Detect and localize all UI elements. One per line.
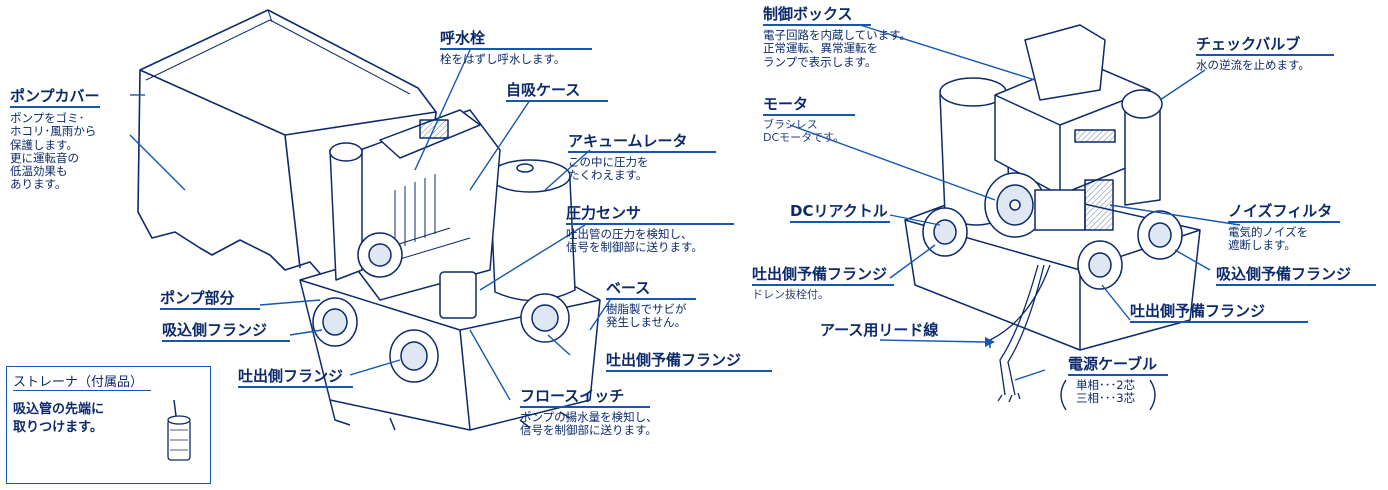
label-noise-filter: ノイズフィルタ 電気的ノイズを 遮断します。 (1228, 202, 1340, 253)
label-discharge-flange: 吐出側フランジ (238, 367, 353, 389)
cables-drawing (989, 264, 1051, 403)
discharge-spare-flange-a-desc: ドレン抜栓付。 (752, 288, 829, 302)
label-priming-plug: 呼水栓 栓をはずし呼水します。 (440, 29, 592, 67)
label-base: ベース 樹脂製でサビが 発生しません。 (606, 279, 696, 330)
flow-switch-desc: ポンプの揚水量を検知し、 信号を制御部に送ります。 (520, 410, 658, 438)
label-pump-cover: ポンプカバー ポンプをゴミ･ ホコリ･風雨から 保護します。 更に運転音の 低温… (10, 87, 100, 192)
accumulator-desc: この中に圧力を たくわえます。 (568, 155, 649, 183)
ground-lead-title: アース用リード線 (820, 321, 939, 339)
check-valve-desc: 水の逆流を止めます。 (1196, 58, 1310, 73)
self-priming-case-title: 自吸ケース (506, 81, 608, 103)
noise-filter-desc: 電気的ノイズを 遮断します。 (1228, 225, 1309, 253)
label-suction-spare-flange: 吸込側予備フランジ (1216, 265, 1376, 287)
left-pump-drawing (299, 109, 601, 431)
pump-cover-desc: ポンプをゴミ･ ホコリ･風雨から 保護します。 更に運転音の 低温効果も ありま… (10, 111, 97, 192)
pressure-sensor-desc: 吐出管の圧力を検知し、 信号を制御部に送ります。 (566, 227, 703, 255)
discharge-spare-flange-b-title: 吐出側予備フランジ (1130, 302, 1308, 324)
label-ground-lead: アース用リード線 (820, 321, 939, 339)
label-control-box: 制御ボックス 電子回路を内蔵しています。 正常運転、異常運転を ランプで表示しま… (763, 5, 912, 69)
check-valve-title: チェックバルブ (1196, 35, 1334, 57)
priming-plug-desc: 栓をはずし呼水します。 (440, 52, 566, 67)
motor-desc: ブラシレス DCモータです。 (763, 118, 845, 144)
label-discharge-spare-flange: 吐出側予備フランジ (606, 351, 772, 373)
motor-title: モータ (763, 95, 855, 117)
power-cable-desc: 単相･･･2芯 三相･･･3芯 (1076, 378, 1136, 406)
suction-flange-title: 吸込側フランジ (162, 321, 290, 343)
base-title: ベース (606, 279, 696, 301)
right-leader-lines (789, 24, 1241, 411)
control-box-title: 制御ボックス (763, 5, 871, 27)
base-desc: 樹脂製でサビが 発生しません。 (606, 302, 687, 330)
label-check-valve: チェックバルブ 水の逆流を止めます。 (1196, 35, 1334, 73)
label-accumulator: アキュームレータ この中に圧力を たくわえます。 (568, 132, 716, 183)
pump-section-title: ポンプ部分 (160, 289, 260, 311)
label-discharge-spare-flange-b: 吐出側予備フランジ (1130, 302, 1308, 324)
control-box-desc: 電子回路を内蔵しています。 正常運転、異常運転を ランプで表示します。 (763, 28, 912, 69)
dc-reactor-title: DCリアクトル (790, 202, 890, 224)
label-pressure-sensor: 圧力センサ 吐出管の圧力を検知し、 信号を制御部に送ります。 (566, 204, 734, 255)
pressure-sensor-title: 圧力センサ (566, 204, 734, 226)
discharge-flange-title: 吐出側フランジ (238, 367, 353, 389)
label-flow-switch: フロースイッチ ポンプの揚水量を検知し、 信号を制御部に送ります。 (520, 387, 658, 438)
label-suction-flange: 吸込側フランジ (162, 321, 290, 343)
discharge-spare-flange-title: 吐出側予備フランジ (606, 351, 772, 373)
label-dc-reactor: DCリアクトル (790, 202, 890, 224)
noise-filter-title: ノイズフィルタ (1228, 202, 1340, 224)
flow-switch-title: フロースイッチ (520, 387, 650, 409)
strainer-desc: 吸込管の先端に 取りつけます。 (13, 402, 105, 435)
label-motor: モータ ブラシレス DCモータです。 (763, 95, 855, 145)
label-power-cable: 電源ケーブル 単相･･･2芯 三相･･･3芯 (1068, 355, 1168, 406)
strainer-drawing (167, 399, 191, 461)
power-cable-title: 電源ケーブル (1068, 355, 1168, 377)
priming-plug-title: 呼水栓 (440, 29, 592, 51)
right-pump-drawing (904, 24, 1201, 351)
label-discharge-spare-flange-a: 吐出側予備フランジ ドレン抜栓付。 (752, 265, 894, 302)
strainer-title: ストレーナ（付属品） (13, 371, 152, 391)
suction-spare-flange-title: 吸込側予備フランジ (1216, 265, 1376, 287)
discharge-spare-flange-a-title: 吐出側予備フランジ (752, 265, 894, 287)
label-self-priming-case: 自吸ケース (506, 81, 608, 103)
pump-cover-title: ポンプカバー (10, 87, 100, 109)
accumulator-title: アキュームレータ (568, 132, 716, 154)
left-leader-lines (129, 49, 611, 401)
label-pump-section: ポンプ部分 (160, 289, 260, 311)
strainer-callout: ストレーナ（付属品） 吸込管の先端に 取りつけます。 (6, 366, 211, 484)
